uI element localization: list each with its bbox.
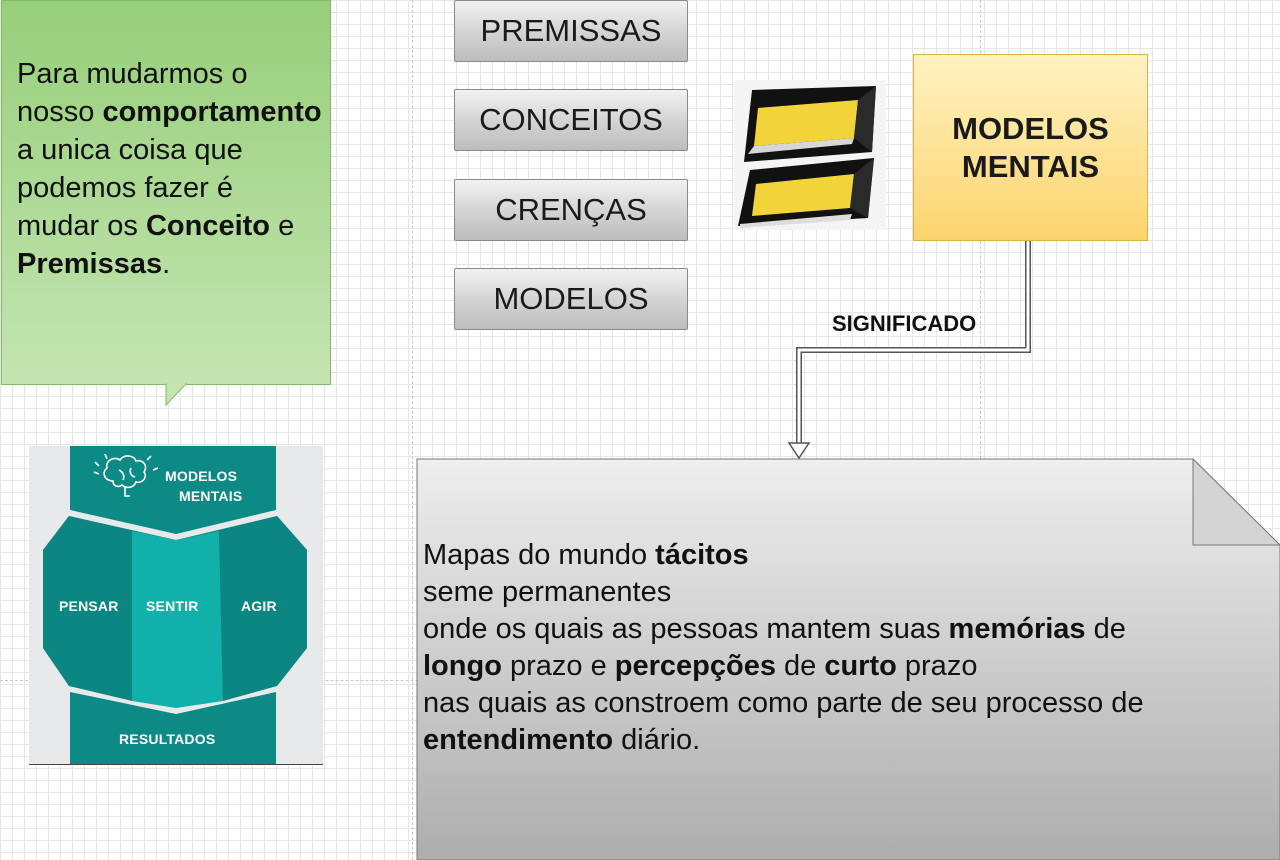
callout-emphasis: comportamento bbox=[102, 96, 322, 128]
note-line: longo prazo e percepções de curto prazo bbox=[423, 648, 1280, 685]
note-segment: onde os quais as pessoas mantem suas bbox=[423, 613, 949, 645]
note-emphasis: curto bbox=[824, 650, 897, 682]
modelos-mentais-image: MODELOS MENTAIS PENSAR SENTIR AGIR RESUL… bbox=[29, 446, 323, 765]
note-line: onde os quais as pessoas mantem suas mem… bbox=[423, 611, 1280, 648]
callout-segment: a unica coisa que podemos fazer é mudar … bbox=[17, 134, 243, 242]
note-emphasis: longo bbox=[423, 650, 502, 682]
note-line: seme permanentes bbox=[423, 574, 1280, 611]
significado-label: SIGNIFICADO bbox=[832, 311, 977, 336]
note-emphasis: memórias bbox=[948, 613, 1086, 645]
premissas-button[interactable]: PREMISSAS bbox=[454, 0, 688, 62]
note-line: entendimento diário. bbox=[423, 722, 1280, 759]
note-segment: diário. bbox=[613, 724, 701, 756]
note-segment: de bbox=[1085, 613, 1126, 645]
note-segment: Mapas do mundo bbox=[423, 539, 656, 571]
note-segment: nas quais as constroem como parte de seu… bbox=[423, 687, 1144, 719]
canvas-guide-vertical bbox=[412, 0, 413, 860]
note-emphasis: entendimento bbox=[423, 724, 614, 756]
crencas-button[interactable]: CRENÇAS bbox=[454, 179, 688, 241]
conceitos-button[interactable]: CONCEITOS bbox=[454, 89, 688, 151]
callout-text: Para mudarmos o nosso comportamento a un… bbox=[17, 55, 322, 283]
callout-emphasis: Premissas bbox=[17, 248, 163, 280]
callout-segment: . bbox=[162, 248, 171, 280]
modelos-mentais-line1: MODELOS bbox=[952, 110, 1109, 146]
card-col-agir: AGIR bbox=[241, 598, 277, 614]
callout-segment: Para mudarmos o nosso bbox=[17, 58, 248, 128]
brain-icon bbox=[93, 453, 159, 497]
modelos-mentais-box[interactable]: MODELOS MENTAIS bbox=[913, 54, 1148, 241]
note-emphasis: tácitos bbox=[655, 539, 749, 571]
note-segment: seme permanentes bbox=[423, 576, 672, 608]
callout-shape[interactable] bbox=[1, 0, 331, 385]
note-line: nas quais as constroem como parte de seu… bbox=[423, 685, 1280, 722]
card-title-line2: MENTAIS bbox=[179, 488, 243, 504]
callout-emphasis: Conceito bbox=[145, 210, 271, 242]
card-title-line1: MODELOS bbox=[165, 468, 238, 484]
note-segment: prazo e bbox=[501, 650, 615, 682]
note-segment: de bbox=[775, 650, 825, 682]
card-col-sentir: SENTIR bbox=[146, 598, 199, 614]
callout-segment: e bbox=[270, 210, 295, 242]
stacked-yellow-s-logo-icon bbox=[734, 80, 886, 230]
note-line: Mapas do mundo tácitos bbox=[423, 537, 1280, 574]
note-segment: prazo bbox=[896, 650, 978, 682]
modelos-mentais-graphic bbox=[43, 446, 307, 764]
modelos-button[interactable]: MODELOS bbox=[454, 268, 688, 330]
card-footer-resultados: RESULTADOS bbox=[119, 731, 216, 747]
note-emphasis: percepções bbox=[614, 650, 776, 682]
modelos-mentais-line2: MENTAIS bbox=[961, 148, 1100, 184]
card-col-pensar: PENSAR bbox=[59, 598, 119, 614]
